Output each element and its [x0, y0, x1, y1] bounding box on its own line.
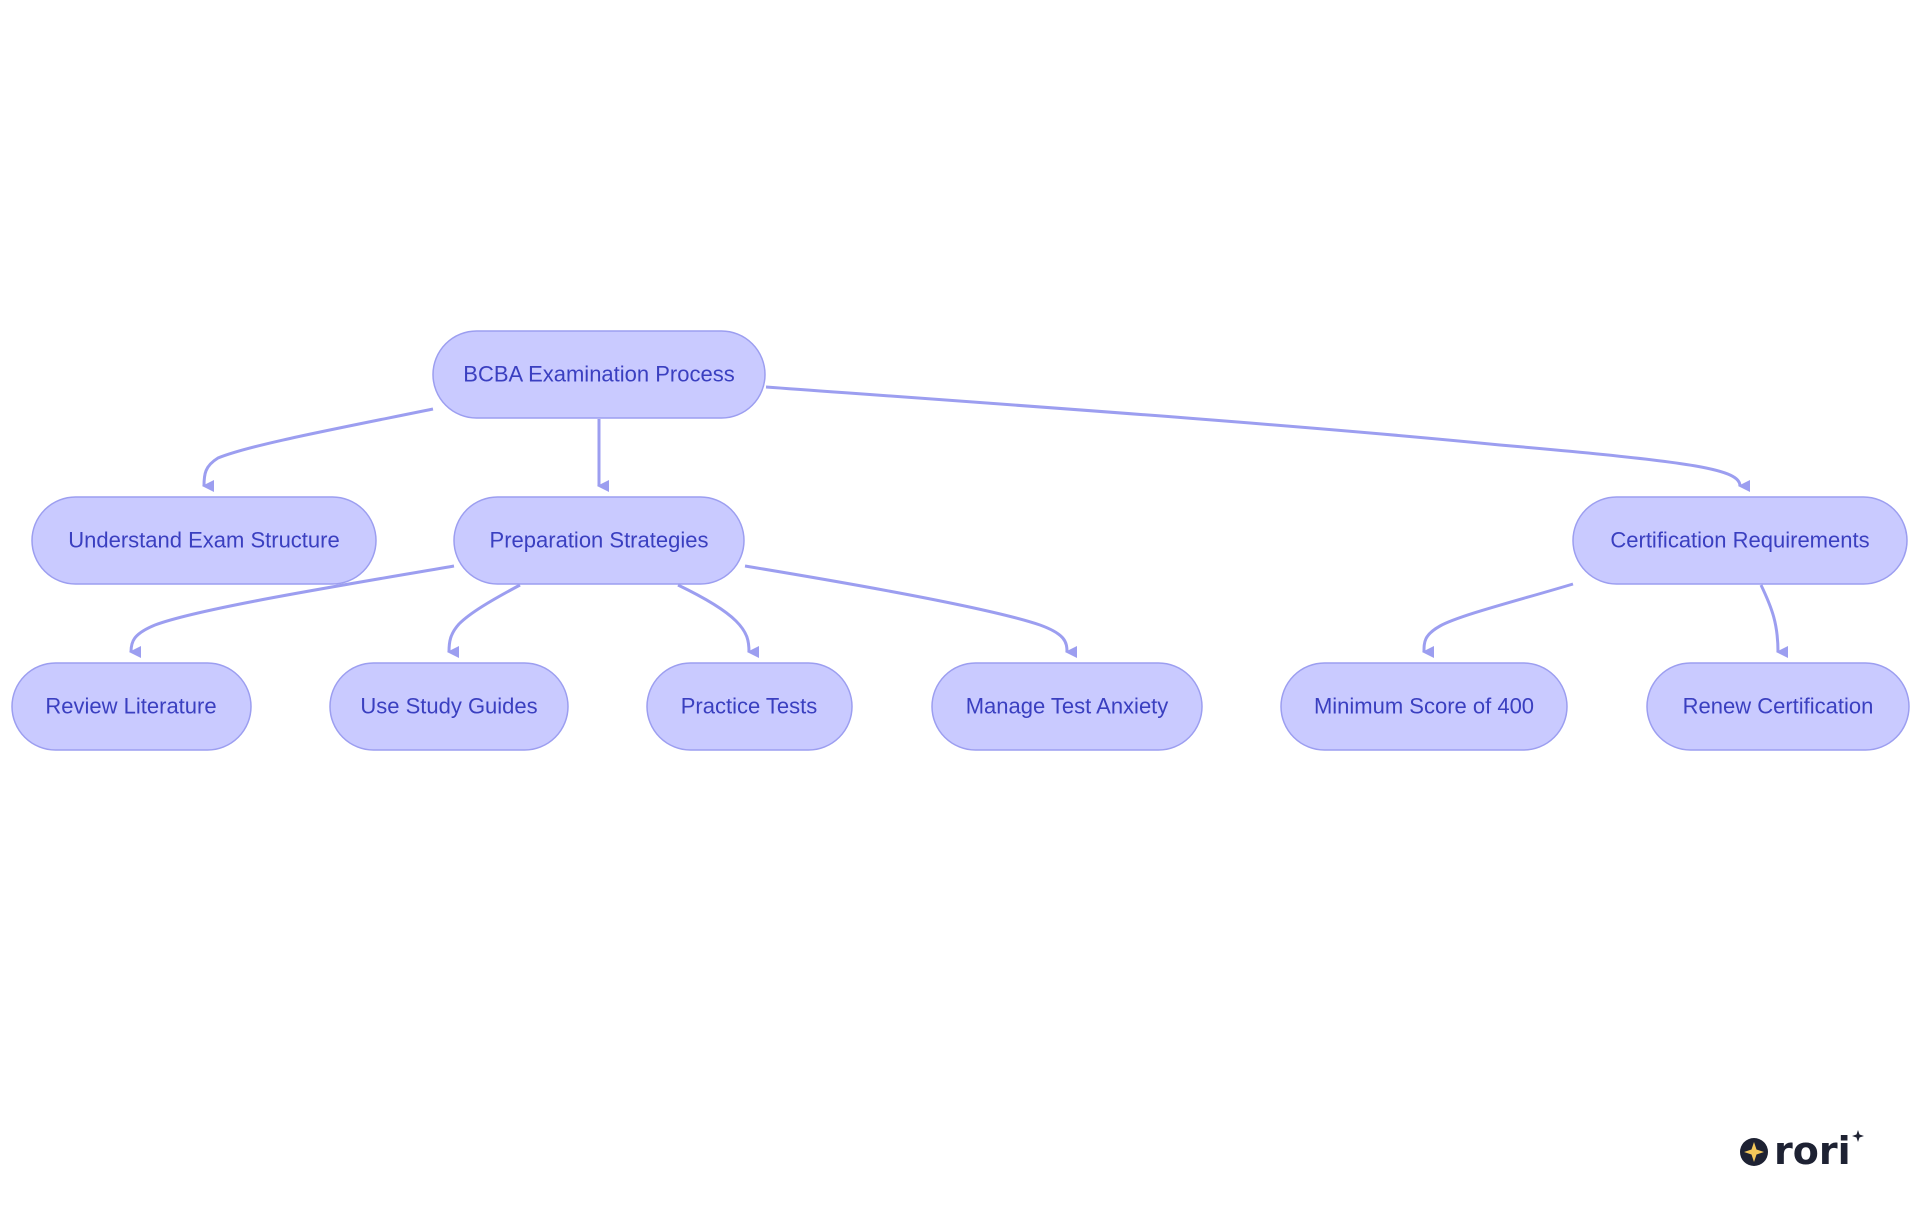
edges	[129, 385, 1789, 659]
node-label-root: BCBA Examination Process	[463, 362, 734, 387]
edge-prep-review	[129, 564, 455, 659]
node-label-renew: Renew Certification	[1683, 694, 1874, 719]
node-label-prep: Preparation Strategies	[490, 528, 709, 553]
edge-cert-minscore	[1422, 582, 1574, 659]
node-label-anxiety: Manage Test Anxiety	[966, 694, 1169, 719]
sparkle-icon	[1740, 1138, 1768, 1166]
node-practice: Practice Tests	[646, 662, 853, 751]
edge-cert-renew	[1759, 584, 1789, 658]
logo-star-icon	[1852, 1130, 1864, 1142]
node-renew: Renew Certification	[1646, 662, 1910, 751]
node-prep: Preparation Strategies	[453, 496, 745, 585]
node-label-cert: Certification Requirements	[1610, 528, 1869, 553]
node-label-guides: Use Study Guides	[360, 694, 537, 719]
edge-root-understand	[202, 407, 434, 493]
node-understand: Understand Exam Structure	[31, 496, 377, 585]
edge-prep-anxiety	[744, 564, 1078, 658]
node-cert: Certification Requirements	[1572, 496, 1908, 585]
logo-text: rori	[1774, 1129, 1851, 1172]
node-minscore: Minimum Score of 400	[1280, 662, 1568, 751]
node-label-minscore: Minimum Score of 400	[1314, 694, 1534, 719]
node-label-review: Review Literature	[45, 694, 216, 719]
node-review: Review Literature	[11, 662, 252, 751]
rori-logo: rori	[1740, 1129, 1864, 1172]
node-label-practice: Practice Tests	[681, 694, 818, 719]
node-guides: Use Study Guides	[329, 662, 569, 751]
node-label-understand: Understand Exam Structure	[68, 528, 339, 553]
edge-root-cert	[765, 385, 1751, 492]
edge-prep-practice	[677, 583, 760, 658]
node-root: BCBA Examination Process	[432, 330, 766, 419]
edge-prep-guides	[447, 583, 521, 659]
node-anxiety: Manage Test Anxiety	[931, 662, 1203, 751]
